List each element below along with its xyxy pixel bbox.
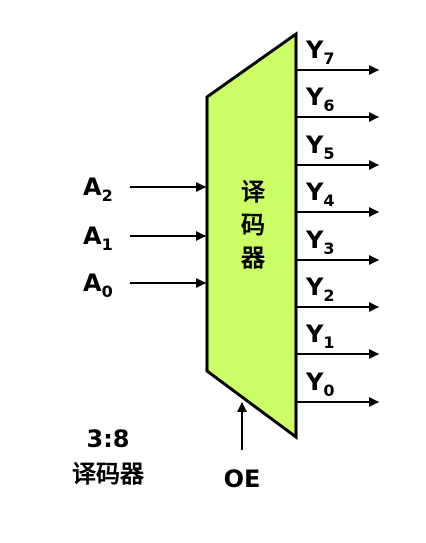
decoder-name-char-2: 码 <box>241 211 265 239</box>
decoder-name-char-3: 器 <box>240 244 266 272</box>
input-label-0: A0 <box>83 269 113 301</box>
input-label-1: A1 <box>83 222 113 254</box>
output-label-3: Y3 <box>305 226 335 258</box>
caption-name: 译码器 <box>72 460 145 488</box>
output-label-4: Y4 <box>305 178 335 210</box>
output-label-7: Y7 <box>305 36 335 68</box>
output-label-0: Y0 <box>305 368 335 400</box>
decoder-name-char-1: 译 <box>241 178 266 206</box>
output-label-5: Y5 <box>305 131 335 163</box>
output-label-2: Y2 <box>305 273 335 305</box>
input-label-2: A2 <box>83 173 113 205</box>
output-label-1: Y1 <box>305 320 335 352</box>
enable-label: OE <box>224 465 261 493</box>
output-label-6: Y6 <box>305 83 335 115</box>
caption-ratio: 3:8 <box>87 425 130 453</box>
decoder-body <box>205 31 298 440</box>
